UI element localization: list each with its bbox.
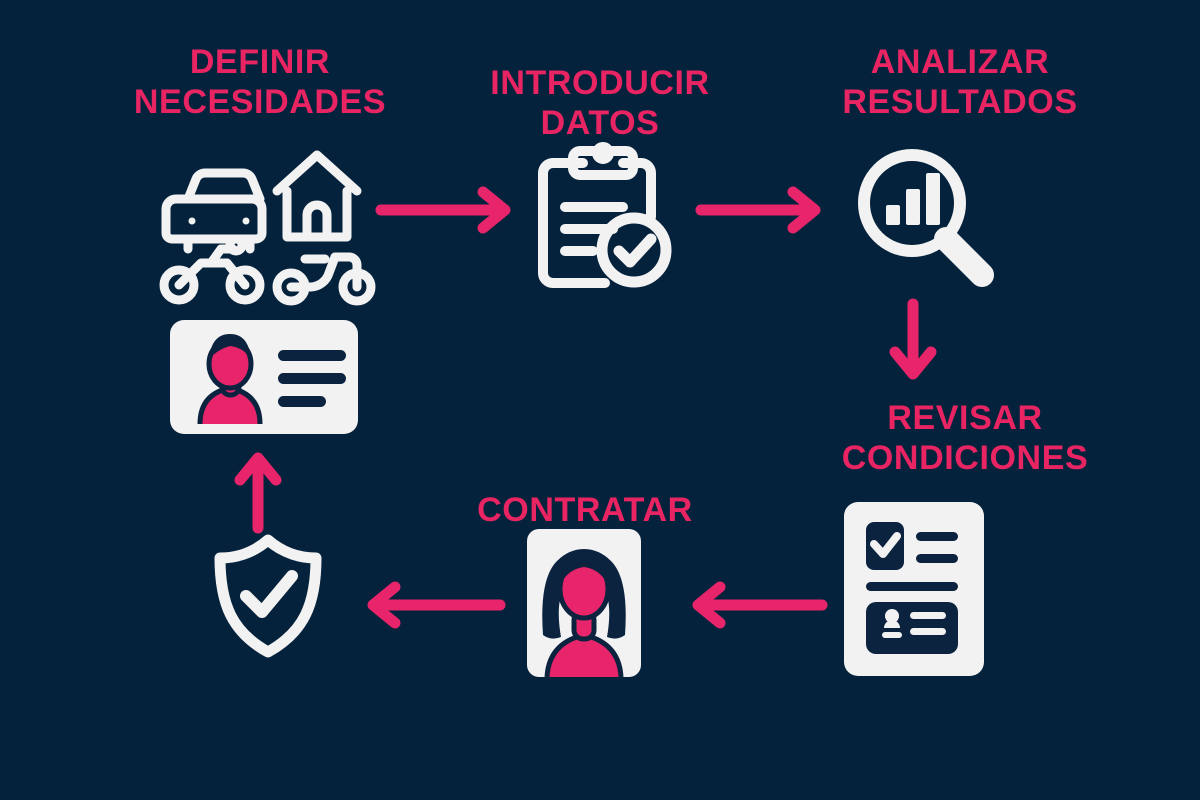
person-photo-icon <box>525 527 643 679</box>
house-icon <box>272 150 362 242</box>
vehicle-icons-group <box>155 133 376 306</box>
magnifier-bar-chart-icon <box>850 143 1002 293</box>
arrow-revisar-to-contratar <box>688 581 828 629</box>
person-photo-portrait <box>542 549 626 678</box>
motorcycle-icon <box>159 234 265 305</box>
step-label-analizar-resultados: ANALIZAR RESULTADOS <box>842 43 1078 122</box>
document-checkbox <box>866 522 904 570</box>
id-card-icon <box>168 318 360 436</box>
step-label-introducir-datos: INTRODUCIR DATOS <box>490 64 710 143</box>
step-label-definir-necesidades: DEFINIR NECESIDADES <box>133 43 387 122</box>
clipboard-check-icon <box>527 142 679 293</box>
step-label-contratar: CONTRATAR <box>477 491 693 529</box>
arrow-introducir-to-analizar <box>695 186 825 234</box>
id-card-portrait <box>197 334 263 425</box>
document-contract-icon <box>840 500 988 678</box>
bar-chart-glyph <box>886 173 940 225</box>
step-label-revisar-condiciones: REVISAR CONDICIONES <box>841 399 1089 478</box>
arrow-proteccion-to-definir <box>234 448 282 534</box>
arrow-contratar-to-proteccion <box>363 581 506 629</box>
arrow-analizar-to-revisar <box>889 298 937 384</box>
id-card-text-lines <box>278 350 346 407</box>
arrow-definir-to-introducir <box>375 186 515 234</box>
scooter-icon <box>272 252 376 306</box>
shield-check-icon <box>208 532 328 660</box>
document-text-lines <box>866 532 958 591</box>
document-id-block <box>866 602 958 654</box>
car-icon <box>161 168 267 254</box>
